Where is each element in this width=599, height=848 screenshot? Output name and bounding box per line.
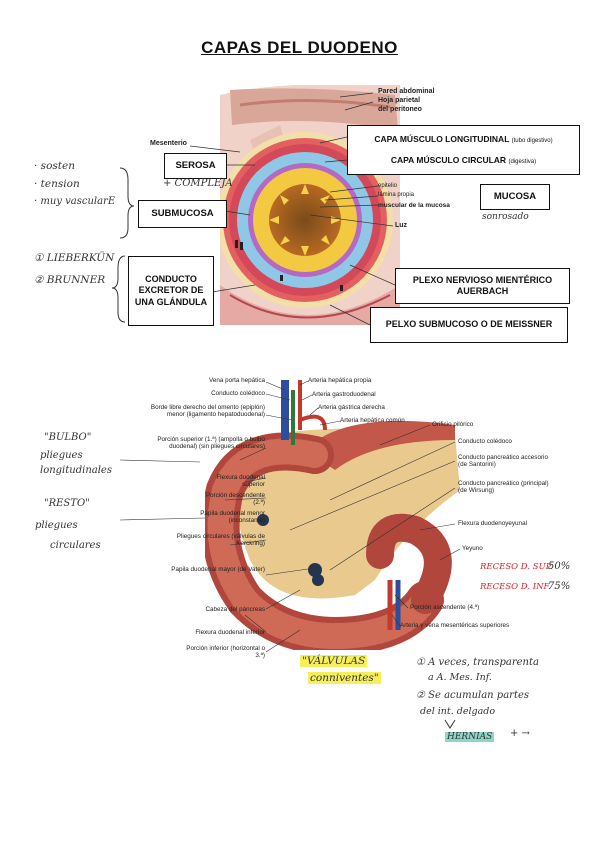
note-bulbo: "BULBO": [44, 432, 92, 443]
label-conducto-wirsung: Conducto pancreático (principal) (de Wir…: [458, 480, 549, 495]
label-epitelio: epitelio: [378, 183, 398, 189]
duodenum-cross-section-illustration: [220, 85, 400, 325]
label-papila-mayor: Papila duodenal mayor (de Vater): [171, 566, 265, 573]
note-hernias: HERNIAS: [445, 732, 495, 742]
note-sosten: · sosten: [34, 160, 75, 172]
box-mucosa: MUCOSA: [480, 184, 550, 210]
label-papila-menor: Papila duodenal menor (inconstante): [200, 510, 265, 525]
note-hernias-text: HERNIAS: [445, 732, 495, 742]
capa-longitudinal-label: CAPA MÚSCULO LONGITUDINAL: [374, 133, 510, 144]
note-arrows: + →: [510, 728, 530, 739]
note-compleja: + COMPLEJA: [163, 178, 233, 189]
label-porcion-ascendente: Porción ascendente (4.ª): [410, 604, 480, 611]
label-porcion-descendente: Porción descendente (2.ª): [205, 492, 265, 507]
box-serosa: SEROSA: [164, 153, 227, 179]
note-brunner: ② BRUNNER: [34, 274, 106, 286]
label-flexura-duodenoyeyunal: Flexura duodenoyeyunal: [458, 520, 527, 527]
down-arrow-icon: [444, 719, 456, 729]
note-valvulas-2: conniventes": [308, 672, 381, 684]
note-bulbo-pliegues: pliegues: [40, 450, 83, 461]
note-conniventes: conniventes": [308, 672, 381, 684]
note-resto-circulares: circulares: [50, 540, 101, 551]
label-vena-porta: Vena porta hepática: [208, 377, 265, 384]
note-receso-sup-pct: 50%: [548, 561, 571, 572]
capa-longitudinal: CAPA MÚSCULO LONGITUDINAL (tubo digestiv…: [374, 134, 552, 146]
note-receso-inf-pct: 75%: [548, 581, 571, 592]
label-lamina-propia: lámina propia: [378, 192, 415, 198]
note-receso-sup: RECESO D. SUP.: [480, 562, 553, 572]
label-arteria-gastrica-derecha: Arteria gástrica derecha: [318, 404, 385, 411]
label-arteria-vena-mesentericas: Arteria y vena mesentéricas superiores: [400, 622, 510, 629]
label-arteria-hepatica-propia: Arteria hepática propia: [308, 377, 372, 384]
label-porcion-inferior: Porción inferior (horizontal o 3.ª): [186, 645, 265, 660]
box-submucosa: SUBMUCOSA: [138, 200, 227, 228]
box-capas-musculares: CAPA MÚSCULO LONGITUDINAL (tubo digestiv…: [347, 125, 580, 175]
label-del-peritoneo: del peritoneo: [378, 106, 422, 113]
label-flexura-inferior: Flexura duodenal inferior: [195, 629, 265, 636]
label-flexura-superior: Flexura duodenal superior: [216, 474, 265, 489]
note-1b: a A. Mes. Inf.: [428, 672, 492, 683]
note-2a: ② Se acumulan partes: [416, 690, 530, 701]
label-arteria-hepatica-comun: Arteria hepática común: [340, 417, 405, 424]
label-pared-abdominal: Pared abdominal: [378, 88, 435, 95]
label-hoja-parietal: Hoja parietal: [378, 97, 421, 104]
note-resto: "RESTO": [44, 498, 90, 509]
box-conducto-excretor: CONDUCTO EXCRETOR DE UNA GLÁNDULA: [128, 256, 214, 326]
capa-circular-note: (digestiva): [508, 159, 537, 165]
note-1a: ① A veces, transparenta: [416, 657, 539, 668]
note-valvulas: "VÁLVULAS: [300, 655, 368, 667]
note-muy-vasculare: · muy vascularE: [34, 196, 116, 207]
note-receso-inf: RECESO D. INF.: [480, 582, 551, 592]
note-tension: · tension: [34, 178, 80, 190]
page-title: CAPAS DEL DUODENO: [201, 38, 398, 57]
label-yeyuno: Yeyuno: [462, 545, 483, 552]
box-plexo-meissner: PELXO SUBMUCOSO O DE MEISSNER: [370, 307, 568, 343]
label-orificio-pilorico: Orificio pilórico: [432, 421, 474, 428]
label-conducto-coledoco-right: Conducto colédoco: [458, 438, 512, 445]
label-cabeza-pancreas: Cabeza del páncreas: [205, 606, 265, 613]
label-luz: Luz: [395, 222, 408, 229]
label-arteria-gastroduodenal: Arteria gastroduodenal: [312, 391, 376, 398]
label-muscular-mucosa: muscular de la mucosa: [378, 202, 450, 209]
note-2b: del int. delgado: [420, 706, 496, 717]
box-plexo-auerbach: PLEXO NERVIOSO MIENTÉRICO AUERBACH: [395, 268, 570, 304]
label-conducto-coledoco-left: Conducto colédoco: [211, 390, 265, 397]
note-resto-pliegues: pliegues: [35, 520, 78, 531]
note-sonrosado: sonrosado: [482, 212, 529, 222]
label-mesenterio: Mesenterio: [150, 140, 187, 147]
label-pliegues-circulares: Pliegues circulares (válvulas de Kerckri…: [176, 533, 265, 548]
label-conducto-santorini: Conducto pancreático accesorio (de Santo…: [458, 454, 548, 469]
label-porcion-superior: Porción superior (1.ª) (ampolla o bulbo …: [157, 436, 265, 451]
capa-circular-label: CAPA MÚSCULO CIRCULAR: [390, 155, 507, 165]
note-bulbo-longitudinales: longitudinales: [40, 465, 112, 476]
capa-circular: CAPA MÚSCULO CIRCULAR (digestiva): [391, 155, 536, 167]
capa-longitudinal-note: (tubo digestivo): [511, 137, 553, 144]
note-lieberkun: ① LIEBERKÜN: [34, 252, 115, 264]
note-valvulas-1: "VÁLVULAS: [300, 655, 368, 667]
label-borde-libre-omento: Borde libre derecho del omento (epiplón)…: [150, 404, 265, 419]
duodenum-pancreas-illustration: [205, 380, 460, 650]
